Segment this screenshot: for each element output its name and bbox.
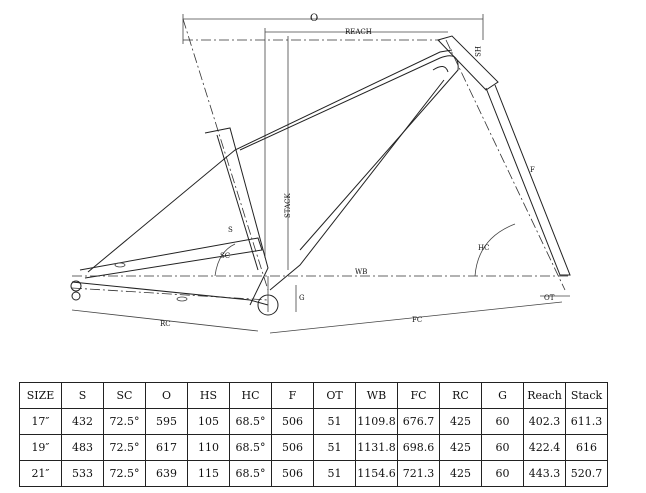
table-cell: 616 (565, 434, 608, 461)
table-header: RC (439, 382, 482, 409)
table-header: S (61, 382, 104, 409)
sc-label: SC (220, 252, 230, 260)
seat-tube (204, 127, 269, 306)
table-cell: 68.5° (229, 460, 272, 487)
table-cell: 51 (313, 434, 356, 461)
table-cell: 520.7 (565, 460, 608, 487)
rc-dimension-line (71, 309, 259, 332)
down-tube (269, 79, 445, 291)
chain-stay (71, 281, 269, 306)
table-cell: 595 (145, 408, 188, 435)
table-cell: 1109.8 (355, 408, 398, 435)
table-row: 19″ 483 72.5° 617 110 68.5° 506 51 1131.… (19, 434, 608, 461)
table-header: Stack (565, 382, 608, 409)
fork-centerline (445, 39, 566, 291)
table-header: Reach (523, 382, 566, 409)
table-header: G (481, 382, 524, 409)
bb-drop-line (71, 287, 269, 301)
table-cell: 1131.8 (355, 434, 398, 461)
table-cell: 115 (187, 460, 230, 487)
table-cell: 1154.6 (355, 460, 398, 487)
table-header: OT (313, 382, 356, 409)
table-cell: 698.6 (397, 434, 440, 461)
table-cell: 68.5° (229, 408, 272, 435)
table-cell: 17″ (19, 408, 62, 435)
table-cell: 21″ (19, 460, 62, 487)
headtube-detail (432, 66, 449, 73)
seat-tube-centerline (182, 18, 269, 291)
table-cell: 72.5° (103, 408, 146, 435)
table-header: HS (187, 382, 230, 409)
chainstay-slot (176, 296, 188, 302)
ot-label: OT (544, 294, 555, 302)
table-cell: 721.3 (397, 460, 440, 487)
table-cell: 68.5° (229, 434, 272, 461)
fork-blade (485, 84, 571, 276)
table-cell: 611.3 (565, 408, 608, 435)
fc-label: FC (412, 316, 422, 324)
table-cell: 425 (439, 434, 482, 461)
head-tube (437, 35, 499, 91)
table-cell: 533 (61, 460, 104, 487)
table-cell: 483 (61, 434, 104, 461)
table-cell: 60 (481, 434, 524, 461)
table-cell: 617 (145, 434, 188, 461)
table-cell: 51 (313, 408, 356, 435)
seat-stay-link (79, 237, 263, 279)
table-header: O (145, 382, 188, 409)
table-cell: 51 (313, 460, 356, 487)
g-label: G (299, 294, 305, 302)
table-cell: 72.5° (103, 460, 146, 487)
table-row: 17″ 432 72.5° 595 105 68.5° 506 51 1109.… (19, 408, 608, 435)
stack-label: STACK (284, 193, 292, 218)
table-cell: 506 (271, 434, 314, 461)
table-cell: 60 (481, 460, 524, 487)
table-header-row: SIZE S SC O HS HC F OT WB FC RC G Reach … (19, 382, 608, 409)
s-label: S (228, 226, 233, 234)
fc-dimension-line (269, 301, 563, 334)
table-cell: 425 (439, 460, 482, 487)
table-cell: 506 (271, 408, 314, 435)
table-header: HC (229, 382, 272, 409)
table-cell: 105 (187, 408, 230, 435)
geometry-table: SIZE S SC O HS HC F OT WB FC RC G Reach … (19, 382, 608, 487)
table-cell: 443.3 (523, 460, 566, 487)
seat-tube-inner (216, 134, 259, 271)
rear-dropout (70, 280, 82, 292)
table-header: F (271, 382, 314, 409)
table-cell: 72.5° (103, 434, 146, 461)
table-cell: 676.7 (397, 408, 440, 435)
reach-label: REACH (345, 28, 372, 36)
table-row: 21″ 533 72.5° 639 115 68.5° 506 51 1154.… (19, 460, 608, 487)
o-label: O (310, 13, 318, 24)
table-header: SIZE (19, 382, 62, 409)
table-cell: 402.3 (523, 408, 566, 435)
sc-angle-arc (214, 243, 236, 277)
table-cell: 19″ (19, 434, 62, 461)
table-cell: 425 (439, 408, 482, 435)
wb-label: WB (355, 268, 367, 276)
table-cell: 60 (481, 408, 524, 435)
hc-angle-arc (474, 223, 516, 277)
table-cell: 506 (271, 460, 314, 487)
table-cell: 422.4 (523, 434, 566, 461)
f-label: F (530, 166, 535, 174)
top-tube (239, 55, 459, 251)
table-cell: 432 (61, 408, 104, 435)
rc-label: RC (160, 320, 171, 328)
table-header: SC (103, 382, 146, 409)
rear-dropout-bolt (71, 291, 81, 301)
hc-label: HC (478, 244, 489, 252)
table-cell: 110 (187, 434, 230, 461)
table-cell: 639 (145, 460, 188, 487)
table-header: FC (397, 382, 440, 409)
seatstay-slot (114, 262, 126, 268)
table-header: WB (355, 382, 398, 409)
hs-label: HS (473, 46, 481, 57)
seat-stay-top (87, 49, 453, 273)
